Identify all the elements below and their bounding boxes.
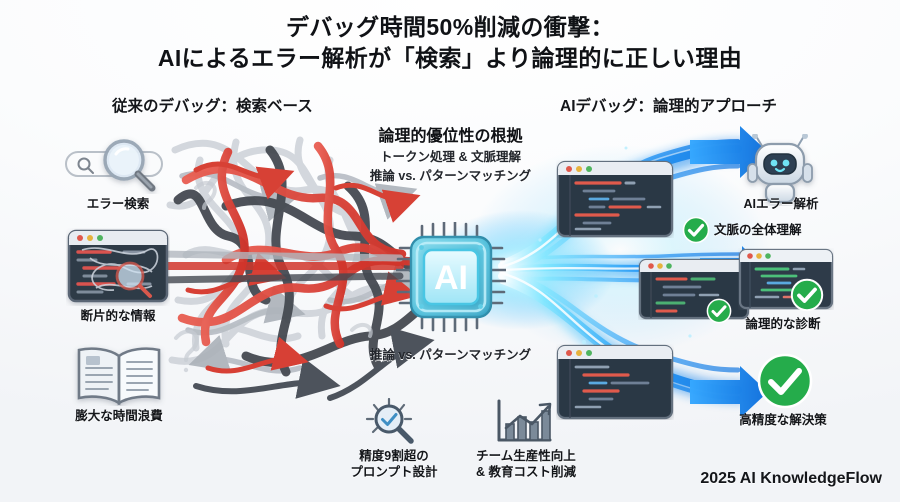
tangled-code-window-icon: [67, 229, 169, 303]
bottom-item-label-1: チーム生産性向上 & 教育コスト削減: [475, 449, 576, 479]
code-window-error-top: [556, 160, 674, 238]
check-circle-large-icon: [757, 353, 813, 409]
right-item-label-0: AIエラー解析: [743, 197, 819, 211]
check-circle-icon: [706, 298, 732, 324]
bottom-icon-chart: [490, 398, 558, 446]
code-window-error-middle: [638, 258, 750, 320]
left-icon-code-window: [66, 228, 170, 306]
left-column-heading: 従来のデバッグ：検索ベース: [112, 98, 313, 115]
tangled-search-paths: [146, 136, 453, 401]
center-subtitle-2: 推論 vs. パターンマッチング: [369, 169, 532, 183]
left-item-label-0: エラー検索: [86, 197, 150, 211]
center-title: 論理的優位性の根拠: [378, 128, 523, 145]
code-window-icon: [638, 258, 750, 320]
code-window-icon: [556, 160, 674, 238]
right-item-label-3: 高精度な解決策: [739, 413, 827, 427]
page-title: デバッグ時間50%削減の衝撃： AIによるエラー解析が「検索」より論理的に正しい…: [0, 12, 900, 74]
code-window-error-bottom: [556, 344, 674, 420]
center-caption-block: 論理的優位性の根拠 トークン処理 & 文脈理解 推論 vs. パターンマッチング: [308, 126, 593, 186]
open-book-icon: [77, 347, 161, 406]
check-circle-icon: [682, 216, 710, 244]
ai-chip: AI: [394, 220, 508, 334]
right-item-label-1: 文脈の全体理解: [714, 223, 802, 237]
title-line-1: デバッグ時間50%削減の衝撃：: [285, 14, 615, 40]
center-subtitle-1: トークン処理 & 文脈理解: [380, 150, 521, 164]
check-solution-large: [756, 352, 814, 410]
left-item-label-1: 断片的な情報: [80, 309, 156, 323]
footer-brand: 2025 AI KnowledgeFlow: [700, 470, 882, 487]
check-context: [682, 216, 710, 244]
right-column-heading: AIデバッグ：論理的アプローチ: [560, 98, 778, 115]
right-item-label-2: 論理的な診断: [745, 317, 821, 331]
magnifier-check-icon: [365, 397, 414, 444]
left-icon-search-bar: [62, 136, 174, 194]
check-clean-window: [790, 278, 824, 312]
check-middle: [706, 298, 732, 324]
title-line-2: AIによるエラー解析が「検索」より論理的に正しい理由: [157, 45, 743, 71]
bottom-item-label-0: 精度9割超の プロンプト設計: [350, 449, 438, 479]
bottom-icon-prompt: [362, 397, 424, 446]
ai-processor-icon: AI: [394, 220, 508, 334]
bar-chart-growth-icon: [497, 399, 552, 442]
check-circle-icon: [790, 278, 824, 312]
center-bottom-caption: 推論 vs. パターンマッチング: [369, 348, 532, 362]
code-window-icon: [556, 344, 674, 420]
left-icon-open-book: [70, 344, 168, 406]
robot-icon: [747, 133, 813, 204]
ai-chip-label: AI: [434, 259, 468, 297]
search-bar-magnifier-icon: [65, 139, 163, 192]
right-icon-robot: [740, 133, 820, 206]
left-item-label-2: 膨大な時間浪費: [75, 409, 163, 423]
